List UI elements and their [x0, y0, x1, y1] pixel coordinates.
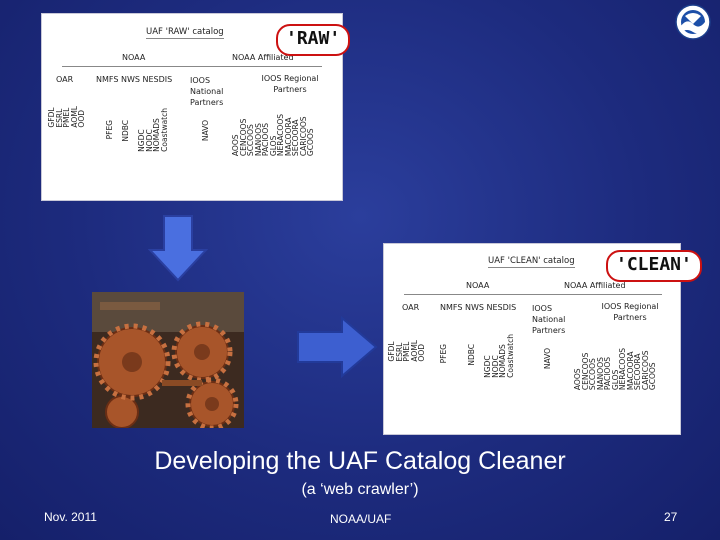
clean-oar-lab-list: GFDL ESRL PMEL AOML OOD — [387, 340, 426, 362]
footer-center: NOAA/UAF — [330, 512, 392, 526]
regional-item: GCOOS — [648, 362, 657, 391]
regional-item: GCOOS — [306, 128, 315, 157]
clean-catalog-title: UAF 'CLEAN' catalog — [488, 256, 575, 268]
clean-oar-label: OAR — [402, 303, 420, 312]
raw-ioos-regional-label: IOOS Regional Partners — [261, 74, 319, 94]
rusty-gears-photo — [92, 292, 244, 428]
raw-navo-label: NAVO — [201, 120, 210, 142]
slide-subtitle: (a ‘web crawler’) — [301, 481, 419, 498]
raw-tree-line — [62, 66, 322, 67]
oar-lab-item: OOD — [77, 109, 86, 128]
clean-ndbc-label: NDBC — [467, 344, 476, 366]
raw-nesdis-list: NGDC NODC NOMADS Coastwatch — [137, 108, 169, 152]
nesdis-item: Coastwatch — [159, 108, 169, 152]
clean-tree-line — [404, 294, 662, 295]
page-number: 27 — [664, 510, 678, 524]
arrow-right-icon — [297, 316, 378, 378]
clean-regional-list: AOOS CENCOOS SCCOOS NANOOS PACIOOS GLOS … — [573, 348, 657, 391]
clean-ioos-regional-label: IOOS Regional Partners — [601, 302, 659, 322]
noaa-logo — [675, 4, 711, 40]
raw-oar-label: OAR — [56, 75, 74, 84]
clean-pfeg-label: PFEG — [439, 344, 448, 364]
clean-noaa-label: NOAA — [466, 281, 490, 290]
raw-regional-list: AOOS CENCOOS SCCOOS NANOOS PACIOOS GLOS … — [231, 114, 315, 157]
raw-pfeg-label: PFEG — [105, 120, 114, 140]
arrow-down-icon — [148, 215, 208, 282]
raw-catalog-title: UAF 'RAW' catalog — [146, 27, 224, 39]
raw-oar-lab-list: GFDL ESRL PMEL AOML OOD — [47, 106, 86, 128]
raw-nmfs-label: NMFS NWS NESDIS — [96, 75, 173, 84]
clean-navo-label: NAVO — [543, 348, 552, 370]
footer-date: Nov. 2011 — [44, 510, 97, 524]
oar-lab-item: OOD — [417, 343, 426, 362]
raw-noaa-label: NOAA — [122, 53, 146, 62]
raw-badge: 'RAW' — [276, 24, 351, 56]
raw-ioos-national-label: IOOS National Partners — [190, 76, 224, 107]
raw-ndbc-label: NDBC — [121, 120, 130, 142]
slide-title: Developing the UAF Catalog Cleaner — [154, 447, 566, 475]
clean-badge: 'CLEAN' — [606, 250, 702, 282]
nesdis-item: Coastwatch — [505, 334, 515, 378]
clean-nmfs-label: NMFS NWS NESDIS — [440, 303, 517, 312]
clean-noaa-affiliated-label: NOAA Affiliated — [564, 281, 626, 290]
clean-nesdis-list: NGDC NODC NOMADS Coastwatch — [483, 334, 515, 378]
raw-noaa-affiliated-label: NOAA Affiliated — [232, 53, 294, 62]
clean-ioos-national-label: IOOS National Partners — [532, 304, 566, 335]
